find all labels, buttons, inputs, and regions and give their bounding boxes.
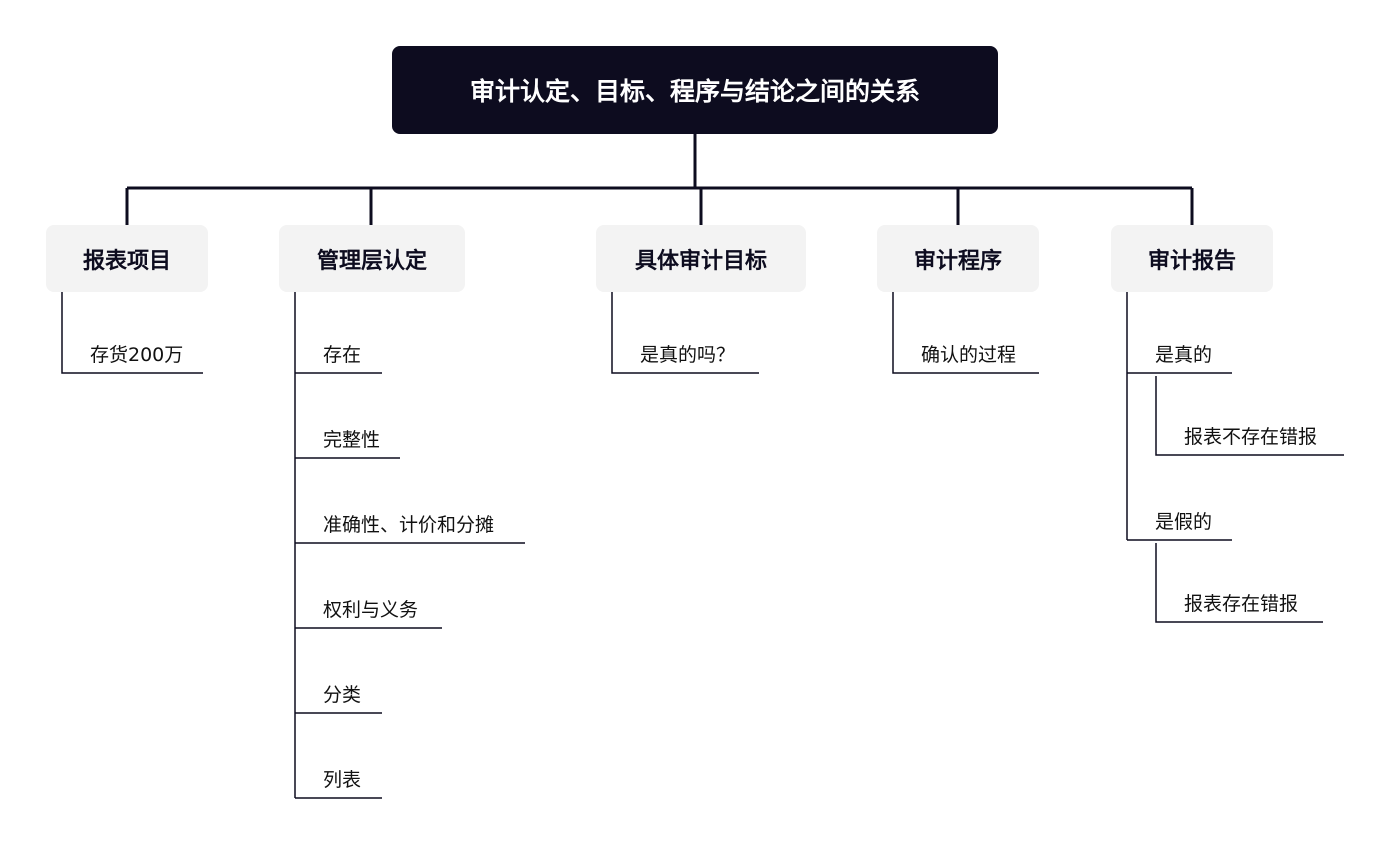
leaf-false: 是假的: [1155, 511, 1213, 533]
branch-audit-objective: 具体审计目标: [596, 225, 806, 292]
branch-statement-item: 报表项目: [46, 225, 208, 292]
leaf-presentation: 列表: [323, 769, 362, 791]
leaf-inventory: 存货200万: [90, 344, 184, 366]
connector-leaf-3-1: [611, 292, 759, 374]
leaf-existence: 存在: [323, 344, 362, 366]
connector-leaf-5-2: [1155, 376, 1344, 456]
branch-label: 具体审计目标: [634, 248, 767, 274]
root-node: 审计认定、目标、程序与结论之间的关系: [392, 46, 998, 134]
leaf-confirmation-process: 确认的过程: [921, 344, 1017, 366]
branch-label: 报表项目: [82, 248, 171, 274]
leaf-no-misstatement: 报表不存在错报: [1184, 426, 1318, 448]
branch-label: 审计程序: [913, 248, 1002, 274]
connector-leaf-4-1: [892, 292, 1039, 374]
connector-leaf-1-1: [61, 292, 203, 374]
root-title: 审计认定、目标、程序与结论之间的关系: [469, 77, 920, 106]
connector-leaf-5-4: [1155, 543, 1323, 623]
leaf-true: 是真的: [1155, 344, 1213, 366]
leaf-completeness: 完整性: [323, 429, 381, 451]
leaf-is-it-true: 是真的吗？: [640, 344, 736, 366]
leaf-accuracy-valuation: 准确性、计价和分摊: [323, 514, 495, 536]
leaf-has-misstatement: 报表存在错报: [1184, 593, 1299, 615]
leaf-classification: 分类: [323, 684, 362, 706]
branch-label: 审计报告: [1147, 248, 1236, 274]
leaf-rights-obligations: 权利与义务: [323, 599, 419, 621]
branch-audit-procedure: 审计程序: [877, 225, 1039, 292]
branch-audit-report: 审计报告: [1111, 225, 1273, 292]
branch-management-assertion: 管理层认定: [279, 225, 465, 292]
branch-label: 管理层认定: [316, 248, 427, 274]
